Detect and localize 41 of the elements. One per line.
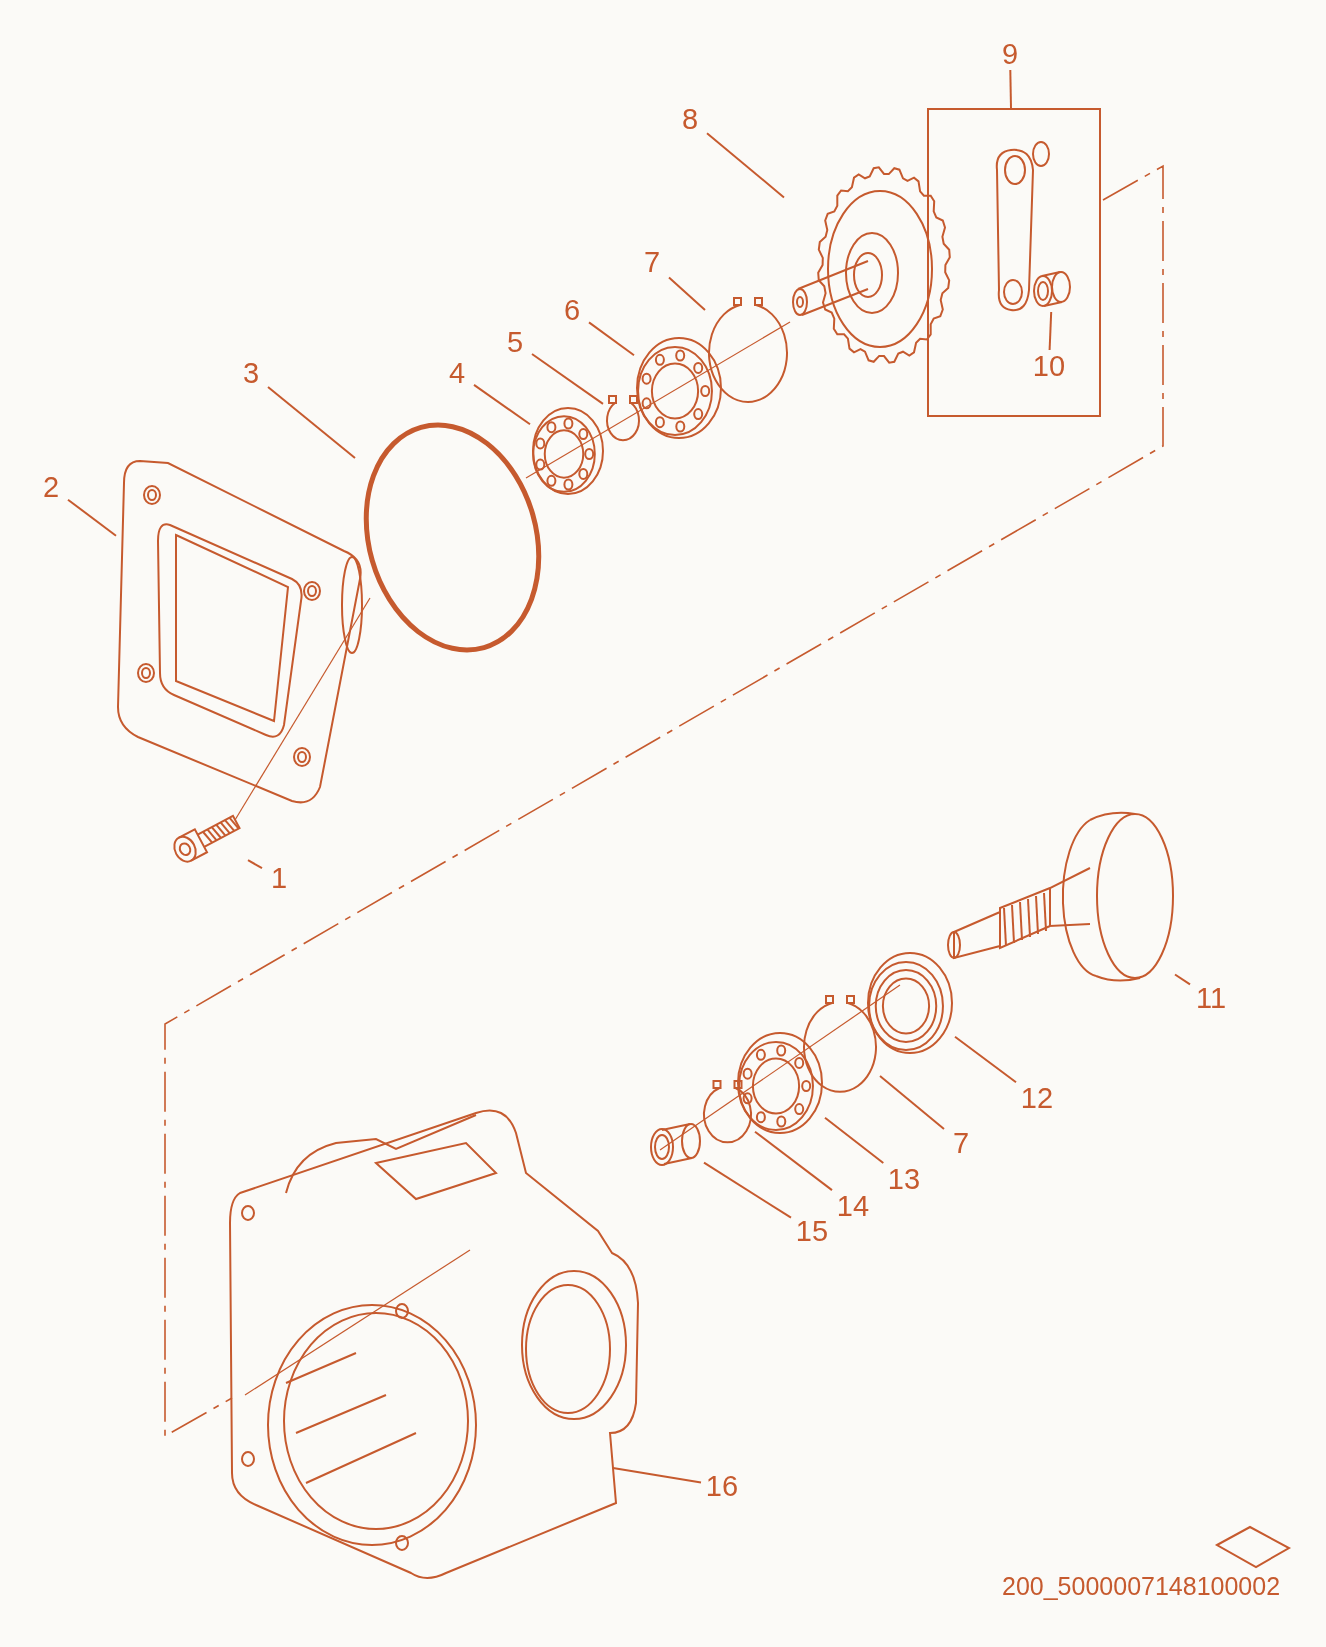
callout-number: 11 xyxy=(1190,982,1232,1014)
callout-number: 12 xyxy=(1016,1082,1058,1114)
leader-line xyxy=(1009,69,1012,109)
callout-number: 7 xyxy=(944,1127,978,1159)
leader-line xyxy=(247,859,263,870)
drawing-number: 200_5000007148100002 xyxy=(1002,1572,1281,1601)
leader-line xyxy=(954,1035,1017,1084)
leader-line xyxy=(668,276,706,311)
leader-line xyxy=(1048,311,1053,351)
callout-number: 9 xyxy=(993,38,1027,70)
callout-number: 13 xyxy=(883,1163,925,1195)
ball-bearing-drawing xyxy=(735,1030,825,1136)
leader-line xyxy=(879,1075,945,1130)
callout-number: 4 xyxy=(440,357,474,389)
needle-sleeve-drawing xyxy=(648,1122,704,1168)
leader-line xyxy=(703,1161,792,1219)
leader-line xyxy=(67,498,117,537)
leader-line xyxy=(1174,973,1191,986)
leader-line xyxy=(267,385,356,459)
callout-number: 3 xyxy=(234,357,268,389)
ball-bearing-drawing xyxy=(634,335,724,441)
callout-number: 2 xyxy=(34,471,68,503)
leader-line xyxy=(531,353,604,405)
callout-number: 14 xyxy=(832,1190,874,1222)
leader-line xyxy=(754,1130,833,1192)
callout-number: 8 xyxy=(673,103,707,135)
callout-number: 16 xyxy=(701,1470,743,1502)
assembly-bracket xyxy=(927,108,1101,417)
leader-line xyxy=(473,383,531,426)
callout-number: 10 xyxy=(1028,350,1070,382)
callout-number: 6 xyxy=(555,294,589,326)
leader-line xyxy=(706,132,785,199)
ball-bearing-drawing xyxy=(530,405,606,497)
callout-number: 15 xyxy=(791,1215,833,1247)
callout-number: 1 xyxy=(262,862,296,894)
leader-line xyxy=(588,321,635,357)
callout-number: 5 xyxy=(498,326,532,358)
callout-number: 7 xyxy=(635,246,669,278)
bearing-ring-drawing xyxy=(865,950,955,1056)
leader-line xyxy=(612,1467,702,1484)
leader-line xyxy=(824,1116,885,1164)
